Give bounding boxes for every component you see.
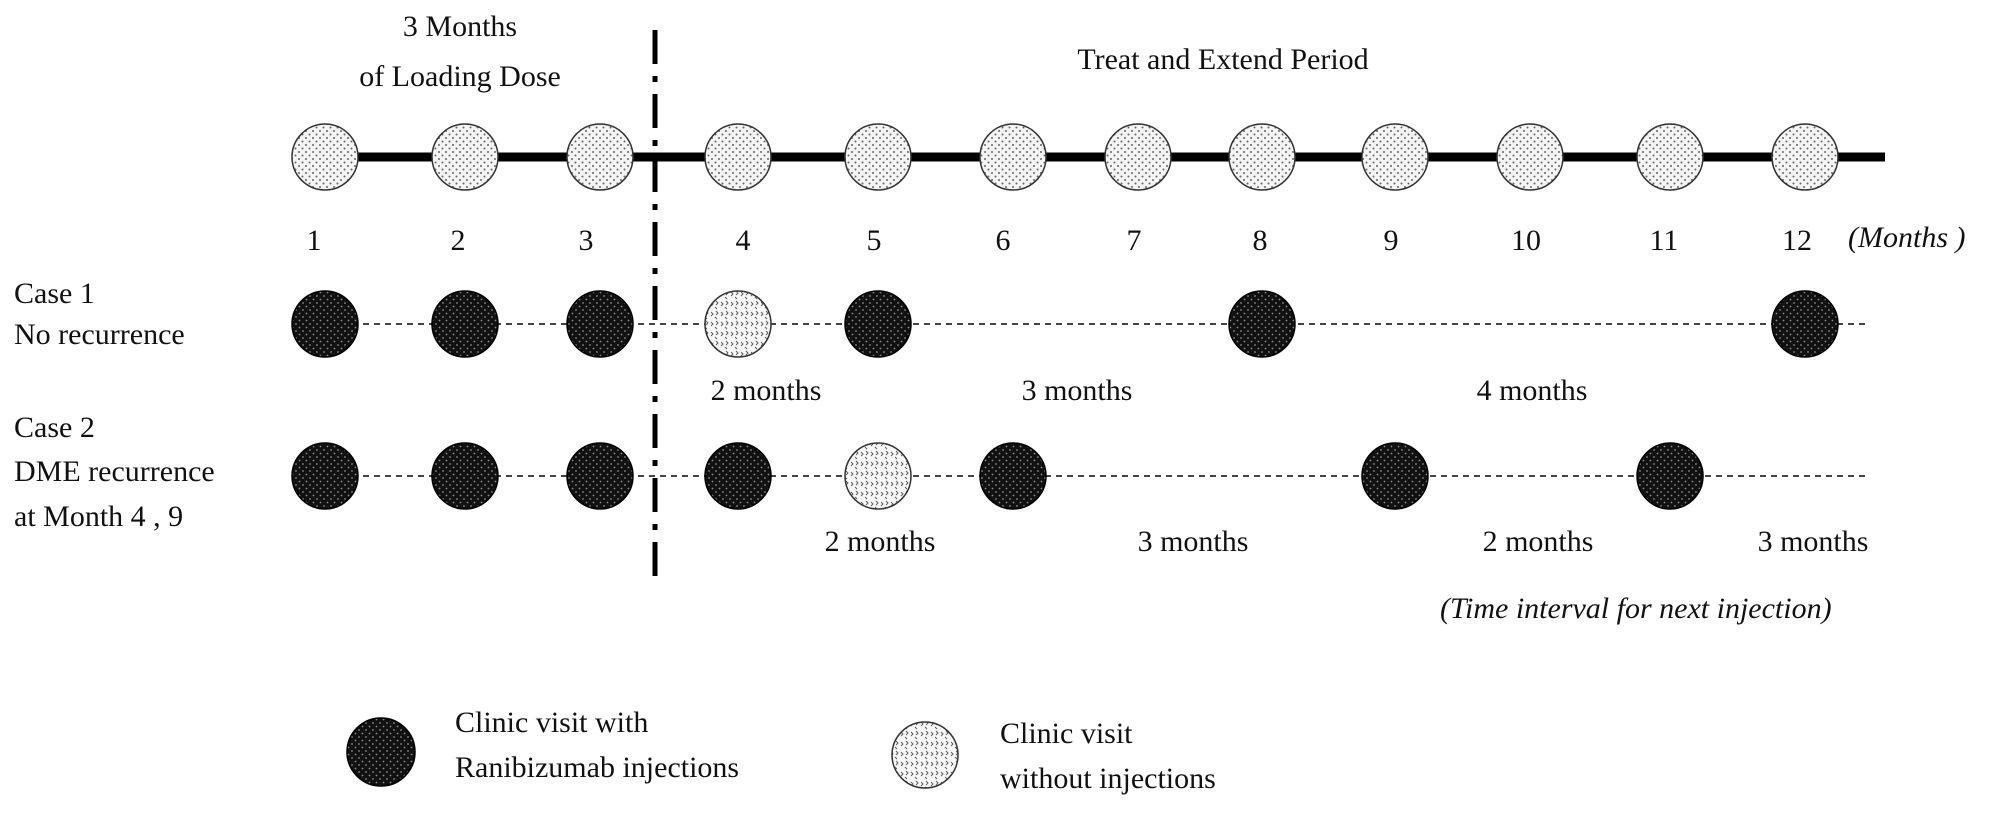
case2-visit-month-11-injection (1636, 442, 1704, 510)
case1-visit-month-3-injection (566, 290, 634, 358)
case2-visit-month-2-injection (431, 442, 499, 510)
case1-visits (291, 290, 1839, 358)
month-label-5: 5 (867, 224, 882, 257)
treat-extend-label: Treat and Extend Period (1077, 43, 1368, 76)
case1-visit-month-12-injection (1771, 290, 1839, 358)
timeline-visit-10 (1496, 123, 1564, 191)
case1-visit-month-5-injection (844, 290, 912, 358)
timeline-visit-7 (1104, 123, 1172, 191)
timeline-visit-3 (566, 123, 634, 191)
case2-interval-4: 3 months (1758, 525, 1869, 558)
month-label-9: 9 (1384, 224, 1399, 257)
timeline-visit-9 (1361, 123, 1429, 191)
case2-visit-month-5-no-injection (844, 442, 912, 510)
case2-visit-month-4-injection (704, 442, 772, 510)
month-label-1: 1 (307, 224, 322, 257)
month-label-3: 3 (579, 224, 594, 257)
loading-dose-label-line1: 3 Months (403, 10, 517, 43)
month-label-11: 11 (1650, 224, 1679, 257)
legend-no-injection-marker (891, 721, 959, 789)
case1-subtitle: No recurrence (14, 318, 185, 351)
case2-line3: at Month 4 , 9 (14, 500, 183, 533)
timeline-visit-2 (431, 123, 499, 191)
case2-visits (291, 442, 1704, 510)
case1-interval-1: 2 months (711, 374, 822, 407)
timeline-visit-4 (704, 123, 772, 191)
month-label-2: 2 (451, 224, 466, 257)
case2-visit-month-1-injection (291, 442, 359, 510)
timeline-visit-8 (1228, 123, 1296, 191)
loading-dose-label-line2: of Loading Dose (359, 60, 561, 93)
timeline-visit-12 (1771, 123, 1839, 191)
case1-visit-month-1-injection (291, 290, 359, 358)
case1-visit-month-4-no-injection (704, 290, 772, 358)
legend-injection-line1: Clinic visit with (455, 706, 648, 739)
case2-visit-month-3-injection (566, 442, 634, 510)
month-label-8: 8 (1253, 224, 1268, 257)
month-label-12: 12 (1782, 224, 1812, 257)
case2-visit-month-6-injection (979, 442, 1047, 510)
timeline-visit-11 (1636, 123, 1704, 191)
case1-visit-month-8-injection (1228, 290, 1296, 358)
case1-title: Case 1 (14, 277, 95, 310)
months-unit-label: (Months ) (1848, 221, 1965, 254)
timeline-visits (291, 123, 1839, 191)
interval-note: (Time interval for next injection) (1440, 592, 1832, 625)
case2-interval-3: 2 months (1483, 525, 1594, 558)
month-label-10: 10 (1511, 224, 1541, 257)
legend-injection-marker (346, 717, 416, 787)
legend-no-injection-line2: without injections (1000, 762, 1216, 795)
month-label-4: 4 (736, 224, 751, 257)
case2-visit-month-9-injection (1361, 442, 1429, 510)
case2-title: Case 2 (14, 411, 95, 444)
case2-line2: DME recurrence (14, 455, 215, 488)
case1-interval-3: 4 months (1477, 374, 1588, 407)
timeline-visit-1 (291, 123, 359, 191)
timeline-visit-6 (979, 123, 1047, 191)
month-label-6: 6 (996, 224, 1011, 257)
case2-interval-1: 2 months (825, 525, 936, 558)
legend: Clinic visit with Ranibizumab injections… (346, 706, 1216, 795)
legend-no-injection-line1: Clinic visit (1000, 717, 1133, 750)
month-label-7: 7 (1127, 224, 1142, 257)
case2-interval-2: 3 months (1138, 525, 1249, 558)
legend-injection-line2: Ranibizumab injections (455, 751, 739, 784)
case1-visit-month-2-injection (431, 290, 499, 358)
timeline-visit-5 (844, 123, 912, 191)
case1-interval-2: 3 months (1022, 374, 1133, 407)
